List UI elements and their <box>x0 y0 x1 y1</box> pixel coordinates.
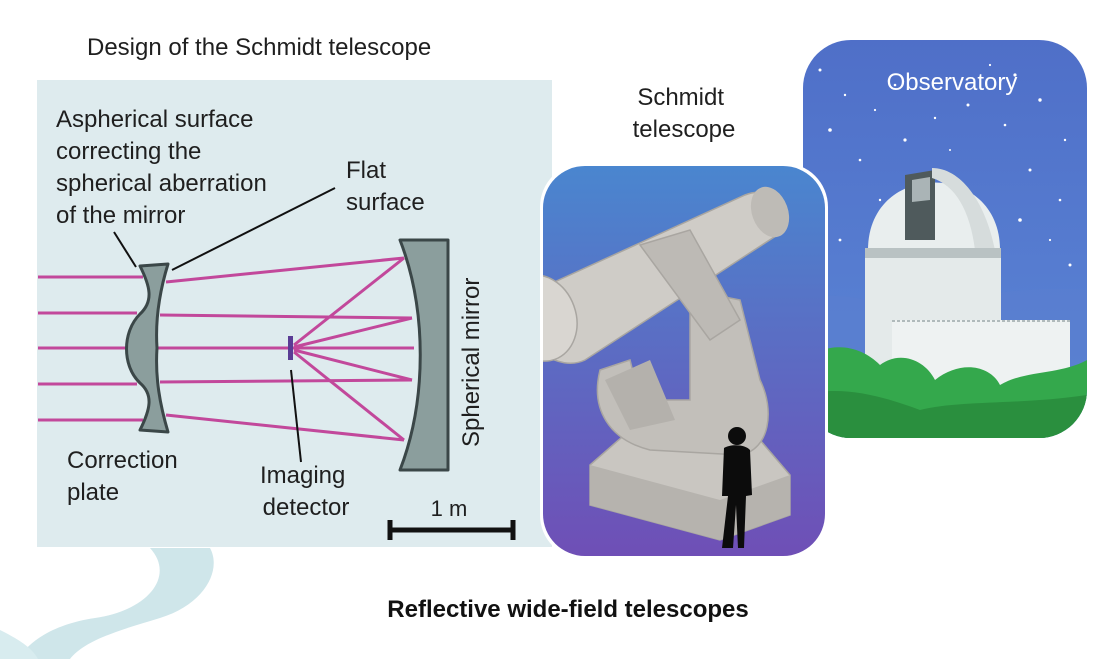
figure-caption: Reflective wide-field telescopes <box>387 596 748 623</box>
correction-plate <box>125 262 170 434</box>
ray-to-mirror-1 <box>165 256 405 284</box>
imaging-detector <box>288 336 293 360</box>
reflected-ray-1 <box>293 256 405 347</box>
leader-lines <box>113 187 336 463</box>
label-flat-surface: Flat surface <box>346 157 425 216</box>
person-silhouette <box>722 427 752 548</box>
stars <box>818 63 1072 272</box>
reflected-ray-4 <box>293 350 405 442</box>
decorative-swirl <box>0 548 214 659</box>
telescope-label: Schmidt telescope <box>633 84 736 143</box>
leader-flat-surface <box>171 187 336 271</box>
scale-bar-label: 1 m <box>431 496 468 521</box>
light-rays <box>38 256 414 442</box>
label-aspherical-surface: Aspherical surface correcting the spheri… <box>56 106 273 229</box>
ray-to-mirror-4 <box>159 378 413 384</box>
observatory-label: Observatory <box>887 69 1018 96</box>
telescope-panel: Schmidt telescope <box>540 84 828 559</box>
label-correction-plate: Correction plate <box>67 447 184 506</box>
ray-to-mirror-2 <box>159 313 413 320</box>
observatory-panel: Observatory <box>803 40 1087 438</box>
ray-to-mirror-5 <box>165 413 405 442</box>
schmidt-telescope-illustration <box>543 186 791 548</box>
reflected-ray-2 <box>293 316 413 349</box>
scale-bar: 1 m <box>387 496 516 540</box>
reflected-ray-3 <box>293 348 413 382</box>
leader-aspherical <box>113 231 137 268</box>
label-imaging-detector: Imaging detector <box>260 462 352 521</box>
leader-imaging-detector <box>290 369 302 463</box>
diagram-title: Design of the Schmidt telescope <box>87 34 431 61</box>
spherical-mirror <box>398 238 450 472</box>
label-spherical-mirror: Spherical mirror <box>458 278 485 447</box>
